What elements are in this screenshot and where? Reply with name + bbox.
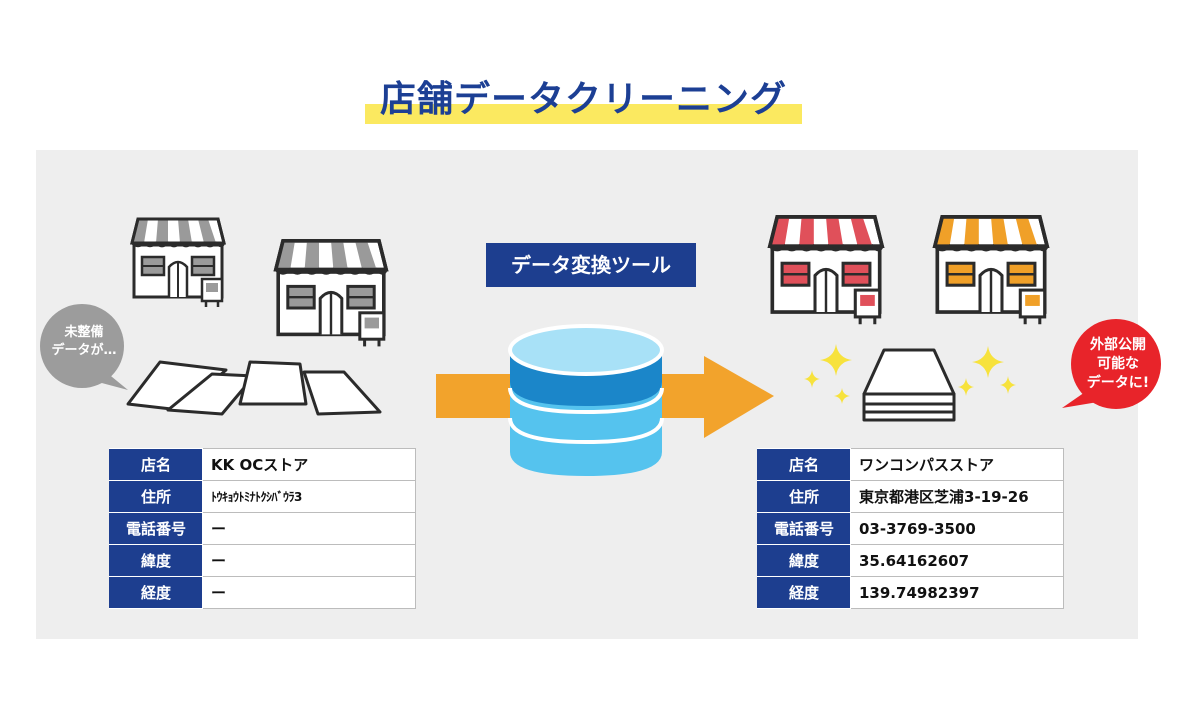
field-label: 住所 <box>109 480 203 513</box>
speech-bubble-public: 外部公開 可能な データに! <box>1058 318 1166 418</box>
store-icon <box>933 215 1049 327</box>
field-value: ワンコンパスストア <box>850 448 1064 481</box>
table-row: 経度 139.74982397 <box>757 576 1064 609</box>
table-row: 緯度 ー <box>109 544 416 577</box>
store-data-table-after: 店名 ワンコンパスストア 住所 東京都港区芝浦3-19-26 電話番号 03-3… <box>757 448 1064 609</box>
field-value: ー <box>202 576 416 609</box>
field-label: 経度 <box>109 576 203 609</box>
table-row: 店名 ワンコンパスストア <box>757 448 1064 481</box>
field-label: 店名 <box>757 448 851 481</box>
field-value: ー <box>202 512 416 545</box>
field-label: 店名 <box>109 448 203 481</box>
database-icon <box>508 324 664 476</box>
document-icon <box>126 360 382 416</box>
field-value: 東京都港区芝浦3-19-26 <box>850 480 1064 513</box>
bubble-line: データが… <box>51 343 117 358</box>
speech-bubble-unorganized: 未整備 データが… <box>36 302 132 398</box>
speech-bubble-shape <box>40 304 128 390</box>
field-label: 電話番号 <box>757 512 851 545</box>
sparkle-icon <box>804 344 1016 404</box>
bubble-line: 外部公開 <box>1090 337 1146 353</box>
store-icon <box>130 217 226 309</box>
table-row: 住所 ﾄｳｷｮｳﾄﾐﾅﾄｸｼﾊﾞｳﾗ3 <box>109 480 416 513</box>
field-value: 03-3769-3500 <box>850 512 1064 545</box>
bubble-line: 未整備 <box>64 325 104 340</box>
bubble-line: 可能な <box>1097 356 1139 372</box>
field-label: 電話番号 <box>109 512 203 545</box>
bubble-line: データに! <box>1086 375 1150 391</box>
tool-label: データ変換ツール <box>486 243 696 287</box>
field-label: 住所 <box>757 480 851 513</box>
title-highlight <box>365 104 802 124</box>
table-row: 住所 東京都港区芝浦3-19-26 <box>757 480 1064 513</box>
title-block: 店舗データクリーニング <box>365 66 802 126</box>
field-value: 139.74982397 <box>850 576 1064 609</box>
table-row: 緯度 35.64162607 <box>757 544 1064 577</box>
bubble-text: 外部公開 可能な データに! <box>1064 336 1172 393</box>
field-value: 35.64162607 <box>850 544 1064 577</box>
field-value: KK OCストア <box>202 448 416 481</box>
table-row: 経度 ー <box>109 576 416 609</box>
field-value: ﾄｳｷｮｳﾄﾐﾅﾄｸｼﾊﾞｳﾗ3 <box>202 480 416 513</box>
bubble-text: 未整備 データが… <box>36 324 132 360</box>
field-value: ー <box>202 544 416 577</box>
store-data-table-before: 店名 KK OCストア 住所 ﾄｳｷｮｳﾄﾐﾅﾄｸｼﾊﾞｳﾗ3 電話番号 ー 緯… <box>109 448 416 609</box>
page-title: 店舗データクリーニング <box>379 79 787 120</box>
store-icon <box>768 215 884 327</box>
field-label: 緯度 <box>757 544 851 577</box>
document-icon <box>862 348 956 422</box>
field-label: 経度 <box>757 576 851 609</box>
table-row: 電話番号 ー <box>109 512 416 545</box>
field-label: 緯度 <box>109 544 203 577</box>
speech-bubble-shape <box>1062 319 1161 409</box>
table-row: 店名 KK OCストア <box>109 448 416 481</box>
table-row: 電話番号 03-3769-3500 <box>757 512 1064 545</box>
store-icon <box>273 239 389 349</box>
